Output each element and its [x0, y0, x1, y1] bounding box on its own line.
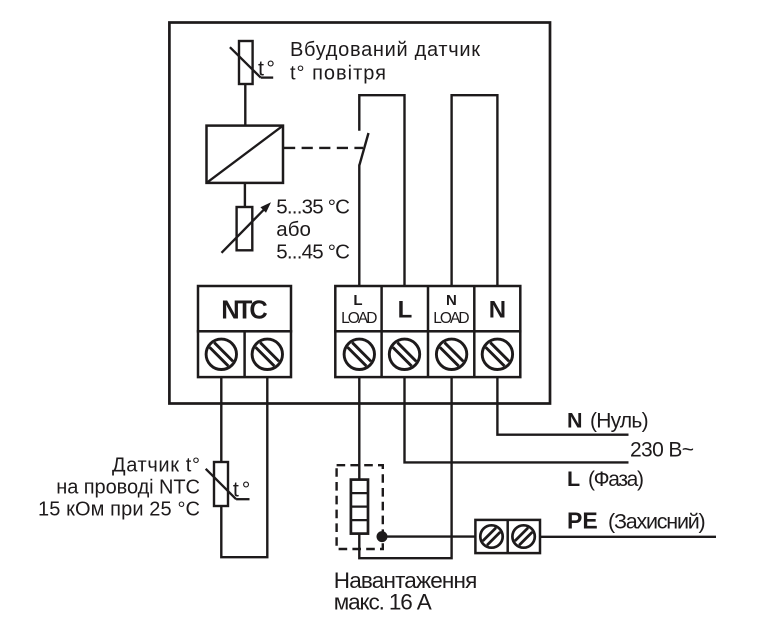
svg-text:15 кОм при 25 °C: 15 кОм при 25 °C — [38, 499, 200, 521]
svg-text:t° повітря: t° повітря — [290, 62, 386, 84]
svg-text:L: L — [398, 297, 413, 324]
svg-text:5...45 °C: 5...45 °C — [276, 240, 350, 263]
svg-text:N: N — [489, 297, 506, 324]
svg-text:LOAD: LOAD — [341, 310, 377, 327]
svg-text:L: L — [353, 292, 362, 309]
svg-text:230 В~: 230 В~ — [630, 438, 694, 461]
svg-text:Навантаження: Навантаження — [334, 568, 478, 593]
svg-text:на проводі NTC: на проводі NTC — [56, 477, 200, 499]
svg-text:NTC: NTC — [221, 296, 268, 324]
svg-text:макс. 16 А: макс. 16 А — [334, 589, 432, 614]
svg-text:N: N — [567, 409, 583, 433]
svg-text:Датчик t°: Датчик t° — [112, 455, 200, 477]
svg-text:5...35 °C: 5...35 °C — [276, 196, 350, 219]
svg-text:t°: t° — [258, 57, 275, 81]
svg-text:LOAD: LOAD — [433, 310, 469, 327]
svg-text:L: L — [567, 467, 580, 491]
svg-text:(Захисний): (Захисний) — [608, 510, 706, 534]
svg-text:Вбудований датчик: Вбудований датчик — [290, 39, 480, 61]
svg-text:N: N — [446, 292, 457, 309]
svg-text:або: або — [276, 218, 311, 241]
svg-text:(Фаза): (Фаза) — [588, 468, 644, 491]
svg-text:PE: PE — [567, 508, 598, 534]
svg-text:(Нуль): (Нуль) — [590, 410, 649, 433]
svg-text:t°: t° — [233, 478, 251, 502]
